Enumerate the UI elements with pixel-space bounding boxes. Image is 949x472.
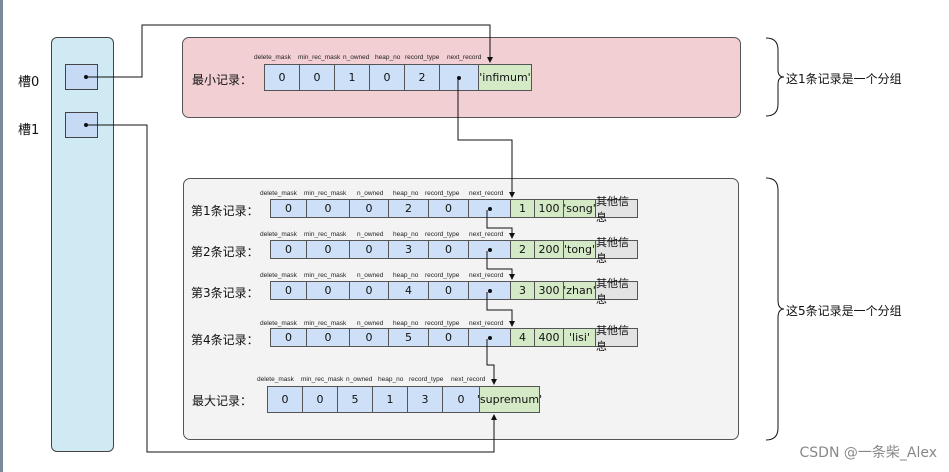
record-4-header-heap-no: heap_no <box>393 320 419 327</box>
supremum-field-delete-mask: 0 <box>267 386 303 413</box>
supremum-header-heap-no: heap_no <box>378 376 404 383</box>
supremum-header-delete-mask: delete_mask <box>257 376 294 383</box>
record-4-column-3: 'lisi' <box>563 328 596 347</box>
infimum-field-n-owned: 1 <box>334 64 370 91</box>
group-1-brace <box>765 37 785 117</box>
record-3-header-n-owned: n_owned <box>357 272 384 279</box>
group-2-brace <box>765 177 785 441</box>
record-1-column-2: 100 <box>534 199 564 218</box>
infimum-header-next-record: next_record <box>447 54 482 61</box>
record-3-field-n-owned: 0 <box>349 281 389 300</box>
slot-0-to-infimum-arrow <box>84 24 493 78</box>
record-1-column-1: 1 <box>510 199 535 218</box>
infimum-header-n-owned: n_owned <box>343 54 370 61</box>
record-2-field-heap-no: 3 <box>388 240 429 259</box>
record-2-next-pointer-dot <box>487 247 492 252</box>
record-2-header-record-type: record_type <box>425 231 460 238</box>
slot-0-label: 槽0 <box>18 75 40 90</box>
supremum-header-min-rec-mask: min_rec_mask <box>301 376 344 383</box>
supremum-header-record-type: record_type <box>409 376 444 383</box>
record-1-header-delete-mask: delete_mask <box>260 190 297 197</box>
supremum-payload: 'supremum' <box>477 386 542 413</box>
supremum-field-heap-no: 1 <box>372 386 408 413</box>
record-1-field-delete-mask: 0 <box>270 199 307 218</box>
record-4-next-pointer-dot <box>487 335 492 340</box>
slot-1-label: 槽1 <box>18 123 40 138</box>
supremum-header-n-owned: n_owned <box>346 376 373 383</box>
record-4-header-min-rec-mask: min_rec_mask <box>304 320 347 327</box>
record-3-label: 第3条记录： <box>191 286 259 300</box>
record-3-header-record-type: record_type <box>425 272 460 279</box>
record-1-column-3: 'song' <box>563 199 596 218</box>
record-2-field-min-rec-mask: 0 <box>306 240 350 259</box>
infimum-header-heap-no: heap_no <box>375 54 401 61</box>
record-1-field-n-owned: 0 <box>349 199 389 218</box>
supremum-label: 最大记录： <box>192 394 253 408</box>
record-2-header-delete-mask: delete_mask <box>260 231 297 238</box>
slot-1-to-supremum-arrow <box>84 124 497 453</box>
watermark: CSDN @一条柴_Alex <box>799 445 937 461</box>
record-2-label: 第2条记录： <box>191 245 259 259</box>
record-4-header-record-type: record_type <box>425 320 460 327</box>
record-4-header-next-record: next_record <box>469 320 504 327</box>
record-3-header-min-rec-mask: min_rec_mask <box>304 272 347 279</box>
record-3-next-pointer-dot <box>487 288 492 293</box>
record-2-column-2: 200 <box>534 240 564 259</box>
record-1-next-pointer-dot <box>487 206 492 211</box>
record-2-header-heap-no: heap_no <box>393 231 419 238</box>
record-3-field-min-rec-mask: 0 <box>306 281 350 300</box>
infimum-next-pointer-dot <box>457 75 461 80</box>
record-4-to-supremum-arrow <box>486 339 497 385</box>
record-4-label: 第4条记录： <box>191 333 259 347</box>
supremum-header-next-record: next_record <box>451 376 486 383</box>
infimum-field-heap-no: 0 <box>369 64 405 91</box>
record-1-header-n-owned: n_owned <box>357 190 384 197</box>
record-2-column-3: 'tong' <box>563 240 596 259</box>
record-2-header-min-rec-mask: min_rec_mask <box>304 231 347 238</box>
record-3-header-delete-mask: delete_mask <box>260 272 297 279</box>
record-3-to-record-4-arrow <box>486 292 515 327</box>
record-2-header-n-owned: n_owned <box>357 231 384 238</box>
infimum-payload: 'infimum' <box>478 64 532 91</box>
record-4-field-n-owned: 0 <box>349 328 389 347</box>
record-1-header-next-record: next_record <box>469 190 504 197</box>
infimum-label: 最小记录： <box>192 73 253 87</box>
record-1-field-record-type: 0 <box>428 199 469 218</box>
infimum-header-record-type: record_type <box>405 54 440 61</box>
record-4-header-delete-mask: delete_mask <box>260 320 297 327</box>
record-1-label: 第1条记录： <box>191 204 259 218</box>
infimum-to-record-1-arrow <box>457 79 515 198</box>
record-2-header-next-record: next_record <box>469 231 504 238</box>
group-2-note: 这5条记录是一个分组 <box>786 304 902 318</box>
record-1-header-min-rec-mask: min_rec_mask <box>304 190 347 197</box>
record-2-to-record-3-arrow <box>486 251 515 280</box>
record-3-header-next-record: next_record <box>469 272 504 279</box>
record-3-header-heap-no: heap_no <box>393 272 419 279</box>
infimum-header-delete-mask: delete_mask <box>254 54 291 61</box>
supremum-field-n-owned: 5 <box>337 386 373 413</box>
page-directory-bar <box>51 37 114 452</box>
record-2-field-record-type: 0 <box>428 240 469 259</box>
group-1-note: 这1条记录是一个分组 <box>786 72 902 86</box>
infimum-header-min-rec-mask: min_rec_mask <box>298 54 341 61</box>
supremum-field-record-type: 3 <box>407 386 443 413</box>
left-edge-strip <box>0 0 3 472</box>
supremum-field-next-record: 0 <box>442 386 480 413</box>
record-4-header-n-owned: n_owned <box>357 320 384 327</box>
record-1-header-heap-no: heap_no <box>393 190 419 197</box>
record-1-to-record-2-arrow <box>486 210 515 239</box>
record-1-header-record-type: record_type <box>425 190 460 197</box>
